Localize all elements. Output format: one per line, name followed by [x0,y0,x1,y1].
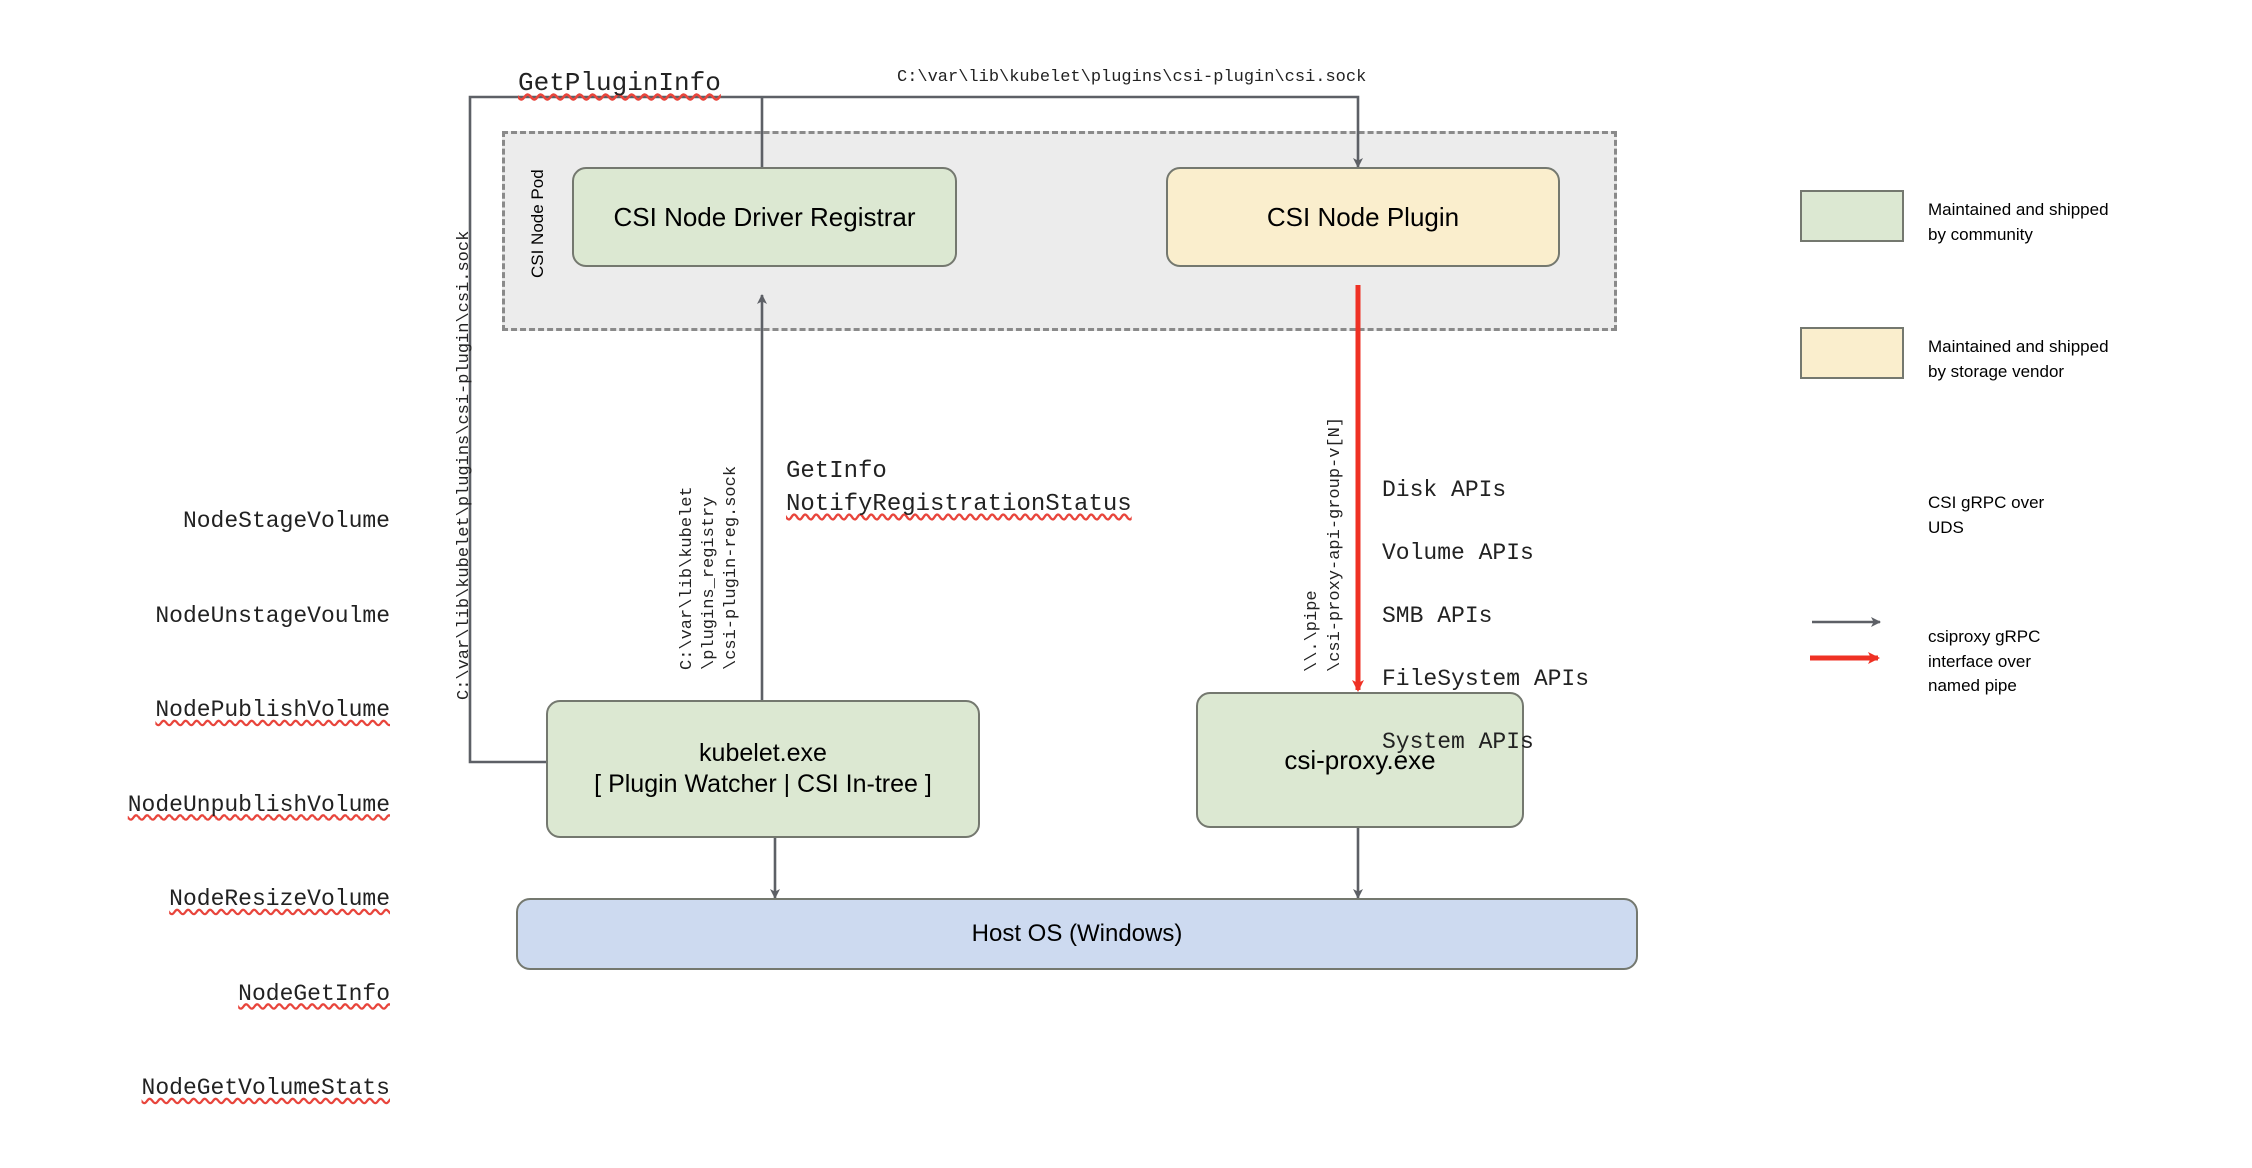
api-item: System APIs [1382,728,1534,755]
diagram-canvas: CSI Node Pod [128,68,2109,1101]
label-csi-sock-path-left: C:\var\lib\kubelet\plugins\csi-plugin\cs… [455,230,474,700]
api-item: Disk APIs [1382,476,1507,503]
legend-swatch-vendor [1800,327,1904,379]
node-csi-node-plugin[interactable]: CSI Node Plugin [1166,167,1560,267]
legend-text-community: Maintained and shipped by community [1928,200,2109,244]
node-host-os[interactable]: Host OS (Windows) [516,898,1638,970]
node-rpc-item: NodeStageVolume [182,508,390,534]
node-label: Host OS (Windows) [971,920,1183,947]
csi-node-pod-label: CSI Node Pod [528,169,547,278]
label-get-info: GetInfo [786,458,887,485]
label-registry-path-line1: C:\var\lib\kubelet [678,486,697,670]
node-rpc-item: NodePublishVolume [155,697,390,723]
node-rpc-item: NodeUnstageVoulme [155,602,390,629]
legend-text-csiproxy-grpc: csiproxy gRPC interface over named pipe [1928,627,2041,696]
legend-text-vendor: Maintained and shipped by storage vendor [1928,337,2109,381]
label-named-pipe-line1: \\.\pipe [1303,590,1322,672]
label-registry-path-line3: \csi-plugin-reg.sock [722,465,741,670]
node-rpc-item: NodeGetInfo [238,980,390,1007]
api-item: SMB APIs [1382,602,1493,629]
node-label: csi-proxy.exe [1284,744,1436,775]
node-label: CSI Node Plugin [1266,201,1460,232]
legend-swatch-community [1800,190,1904,242]
node-rpc-item: NodeUnpublishVolume [127,791,390,818]
node-csi-node-driver-registrar[interactable]: CSI Node Driver Registrar [572,167,957,267]
node-label: kubelet.exe [ Plugin Watcher | CSI In-tr… [594,738,932,798]
api-item: FileSystem APIs [1382,665,1590,692]
node-kubelet-exe[interactable]: kubelet.exe [ Plugin Watcher | CSI In-tr… [546,700,980,838]
api-item: Volume APIs [1382,539,1534,566]
label-get-plugin-info: GetPluginInfo [518,68,721,98]
node-csi-proxy-exe[interactable]: csi-proxy.exe [1196,692,1524,828]
node-rpc-item: NodeResizeVolume [169,886,390,912]
legend-text-csi-grpc-uds: CSI gRPC over UDS [1928,493,2045,537]
node-label: CSI Node Driver Registrar [613,201,916,232]
node-rpc-item: NodeGetVolumeStats [141,1075,390,1101]
csi-proxy-api-list: Disk APIs Volume APIs SMB APIs FileSyste… [1382,443,1589,790]
label-named-pipe-line2: \csi-proxy-api-group-v[N] [1326,416,1345,672]
label-csi-sock-path-top: C:\var\lib\kubelet\plugins\csi-plugin\cs… [897,68,1367,87]
node-rpc-list: NodeStageVolume NodeUnstageVoulme NodePu… [110,443,390,1168]
label-registry-path-line2: \plugins_registry [700,496,719,670]
label-notify-registration-status: NotifyRegistrationStatus [786,491,1132,518]
